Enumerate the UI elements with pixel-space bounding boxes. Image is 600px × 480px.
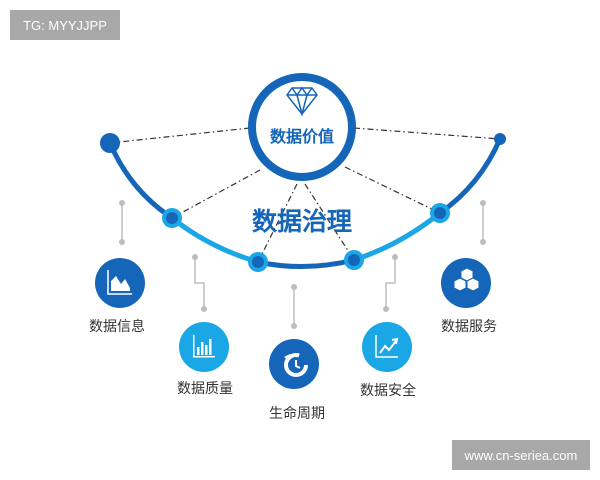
item-label: 数据安全 — [360, 382, 416, 399]
watermark-bottom-right: www.cn-seriea.com — [452, 440, 590, 470]
center-label: 数据治理 — [252, 207, 352, 236]
item-label: 数据服务 — [441, 319, 497, 335]
item-label: 数据信息 — [89, 318, 145, 335]
item-data-info: 数据信息 — [89, 258, 145, 335]
trend-chart-icon — [375, 335, 399, 358]
arc-segment — [438, 138, 503, 216]
connector-dots — [119, 200, 486, 329]
cubes-icon — [453, 267, 480, 292]
connector-line — [353, 127, 501, 140]
area-chart-icon — [107, 270, 132, 295]
connector-line — [344, 166, 441, 214]
connector-line — [109, 127, 251, 144]
arc-segment — [257, 257, 355, 269]
arc-nodes — [162, 203, 450, 272]
arc-segment — [107, 142, 174, 221]
dash-dot-connectors — [109, 127, 501, 263]
connector-line — [304, 183, 355, 261]
top-node-label: 数据价值 — [270, 127, 334, 146]
item-data-service: 数据服务 — [441, 258, 497, 335]
diamond-icon — [286, 86, 318, 117]
top-node-circle — [248, 73, 356, 181]
item-connectors — [121, 203, 484, 326]
watermark-top-left: TG: MYYJJPP — [10, 10, 120, 40]
arc-endpoint — [100, 133, 120, 153]
arc-segment — [170, 216, 259, 265]
item-label: 数据质量 — [177, 381, 233, 397]
item-lifecycle: 生命周期 — [269, 339, 325, 422]
history-clock-icon — [284, 353, 308, 377]
connector-line — [257, 183, 298, 263]
arc-segment — [353, 211, 442, 263]
arc-endpoint — [494, 133, 506, 145]
connector-line — [171, 169, 261, 219]
item-label: 生命周期 — [269, 405, 325, 422]
item-data-quality: 数据质量 — [177, 322, 233, 397]
item-data-security: 数据安全 — [360, 322, 416, 399]
bar-chart-icon — [193, 335, 215, 358]
